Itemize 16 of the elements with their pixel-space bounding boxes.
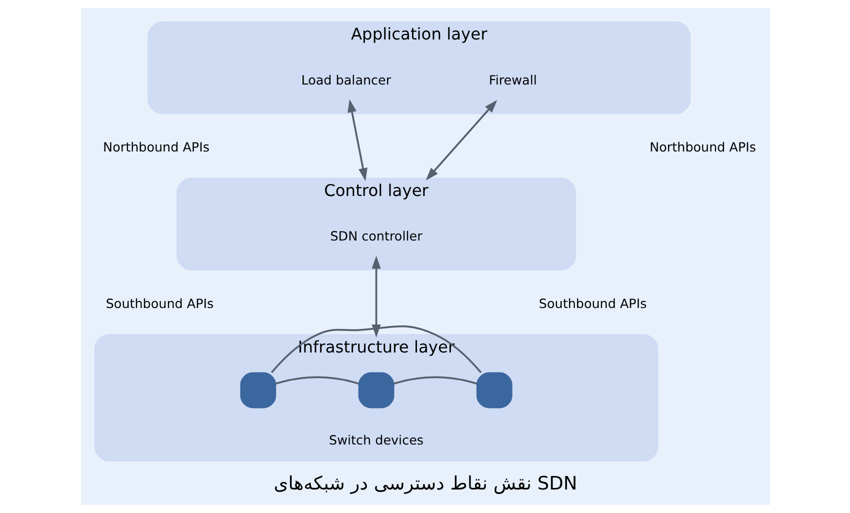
- diagram-title: نقش نقاط دسترسی در شبکه‌های SDN: [273, 474, 577, 495]
- node-text: SDN controller: [330, 230, 422, 245]
- node-box: [240, 372, 276, 408]
- label: Northbound APIs: [102, 140, 209, 156]
- node-text: Firewall: [488, 73, 536, 88]
- connector: [274, 376, 358, 385]
- node-box: [476, 372, 512, 408]
- arrow: [425, 100, 497, 180]
- node-label: Switch devices: [328, 433, 424, 448]
- label: Southbound APIs: [538, 296, 646, 312]
- label: Southbound APIs: [105, 296, 214, 312]
- arrow: [347, 99, 367, 182]
- label: Northbound APIs: [649, 140, 756, 156]
- node-box: [358, 372, 394, 408]
- node-text: Load balancer: [300, 73, 391, 88]
- connector: [393, 376, 476, 385]
